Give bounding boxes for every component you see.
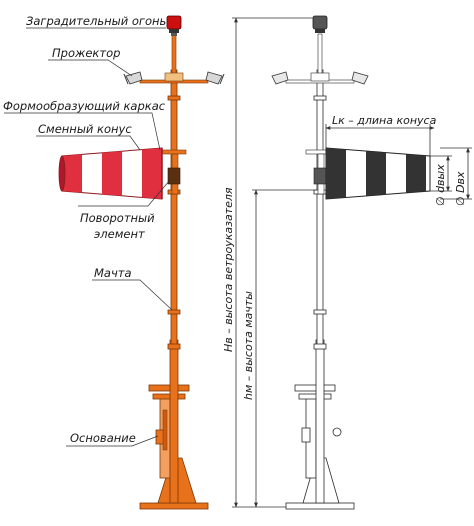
label-replaceable-cone: Сменный конус (38, 122, 132, 136)
projector-left (123, 71, 143, 85)
base-plate (139, 502, 209, 510)
mast (170, 69, 178, 346)
leader-lines (4, 27, 173, 447)
label-windsock-height: Hв – высота ветроуказателя (222, 187, 235, 352)
label-base: Основание (70, 431, 136, 445)
label-inlet-diameter: ∅ Dвх (454, 171, 467, 206)
outline-windsock (271, 15, 431, 510)
colored-cone (58, 147, 163, 200)
label-forming-frame: Формообразующий каркас (3, 99, 166, 113)
obstruction-light (166, 15, 182, 36)
label-mast: Мачта (94, 266, 132, 280)
colored-windsock (58, 15, 225, 510)
rotary-element (167, 167, 181, 185)
label-rotary-element-1: Поворотный (80, 211, 155, 225)
label-mast-height: hм – высота мачты (242, 291, 255, 400)
label-rotary-element-2: элемент (94, 227, 145, 241)
label-projector: Прожектор (52, 46, 120, 60)
dimension-lines (232, 17, 472, 508)
projector-right (205, 71, 225, 85)
label-outlet-diameter: ∅ dвых (434, 164, 447, 206)
component-labels: Заградительный огонь Прожектор Формообра… (3, 14, 166, 445)
dimension-labels: Lк – длина конуса ∅ dвых ∅ Dвх Hв – высо… (222, 114, 467, 400)
bw-cone (325, 147, 431, 200)
mast-lower (169, 339, 179, 504)
label-cone-length: Lк – длина конуса (332, 114, 437, 127)
label-obstruction-light: Заградительный огонь (26, 14, 166, 28)
